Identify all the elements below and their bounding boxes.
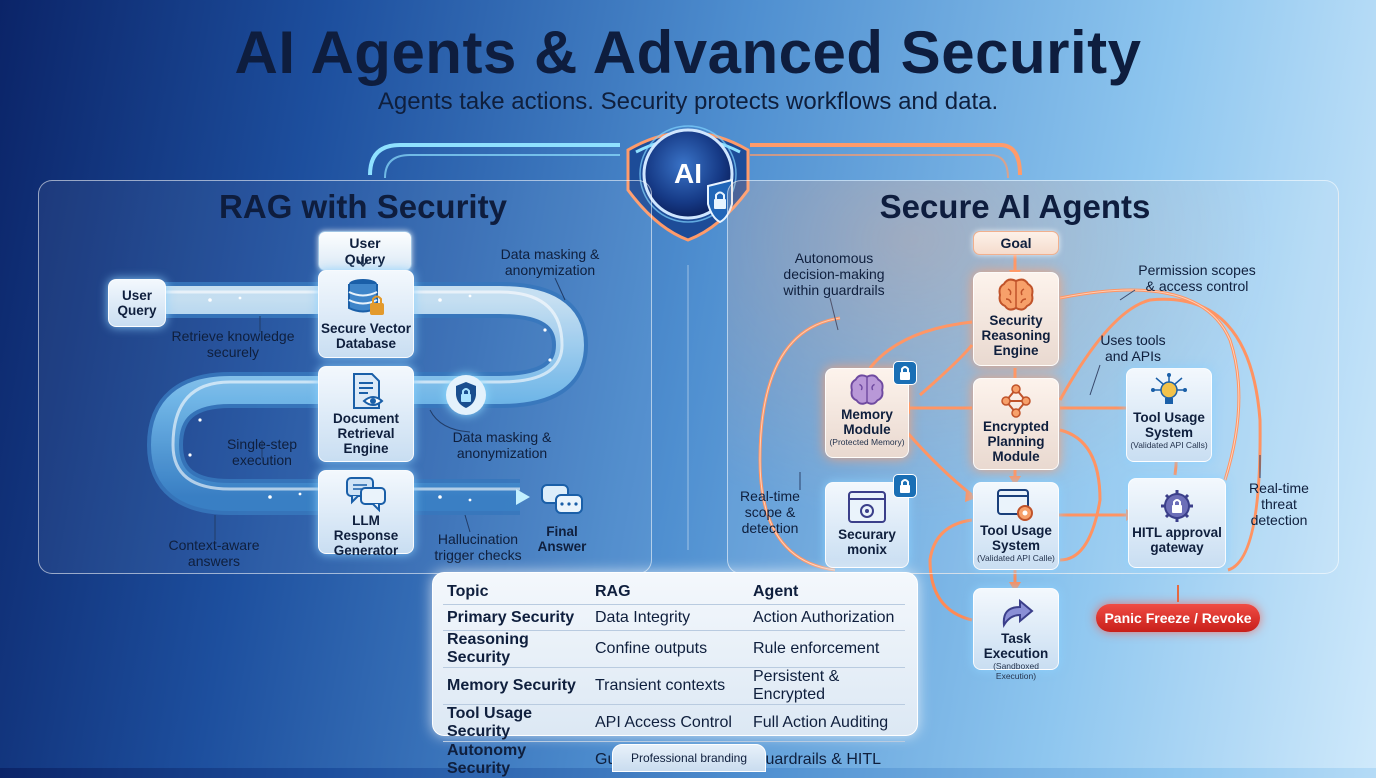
document-eye-icon bbox=[346, 371, 386, 411]
comparison-table: Topic RAG Agent Primary Security Data In… bbox=[432, 572, 918, 736]
page-title: AI Agents & Advanced Security bbox=[0, 18, 1376, 87]
brain-icon bbox=[996, 277, 1036, 313]
llm-response-generator-node: LLM Response Generator bbox=[318, 470, 414, 554]
annotation-retrieve: Retrieve knowledge securely bbox=[166, 328, 300, 360]
annotation-single-step: Single-step execution bbox=[212, 436, 312, 468]
goal-tag: Goal bbox=[973, 231, 1059, 255]
security-reasoning-engine-node: Security Reasoning Engine bbox=[973, 272, 1059, 366]
table-cell: Data Integrity bbox=[591, 605, 749, 631]
table-row: Reasoning Security Confine outputs Rule … bbox=[443, 631, 905, 668]
rag-panel-title: RAG with Security bbox=[130, 188, 596, 226]
chat-bubbles-icon bbox=[344, 475, 388, 513]
annotation-masking-mid: Data masking & anonymization bbox=[438, 429, 566, 461]
table-row: Primary Security Data Integrity Action A… bbox=[443, 605, 905, 631]
window-gear-icon bbox=[995, 487, 1037, 523]
table-cell: Action Authorization bbox=[749, 605, 905, 631]
document-retrieval-engine-node: Document Retrieval Engine bbox=[318, 366, 414, 462]
table-cell: Confine outputs bbox=[591, 631, 749, 668]
annotation-realtime-threat: Real-time threat detection bbox=[1238, 480, 1320, 528]
task-execution-node: Task Execution (Sandboxed Execution) bbox=[973, 588, 1059, 670]
final-answer-label: Final Answer bbox=[530, 524, 594, 554]
brain-icon bbox=[847, 373, 887, 407]
table-header-cell: RAG bbox=[591, 579, 749, 605]
annotation-uses-tools: Uses tools and APIs bbox=[1090, 332, 1176, 364]
encrypted-planning-module-node: Encrypted Planning Module bbox=[973, 378, 1059, 470]
arrow-down-icon bbox=[357, 254, 369, 268]
table-cell: Reasoning Security bbox=[443, 631, 591, 668]
agents-panel-title: Secure AI Agents bbox=[800, 188, 1230, 226]
page-subtitle: Agents take actions. Security protects w… bbox=[0, 88, 1376, 116]
table-cell: Primary Security bbox=[443, 605, 591, 631]
user-query-node: User Query bbox=[108, 279, 166, 327]
gear-lock-icon bbox=[1157, 487, 1197, 525]
rag-lock-shield-icon bbox=[446, 375, 486, 415]
annotation-autonomous: Autonomous decision-making within guardr… bbox=[772, 250, 896, 298]
memory-lock-badge-icon bbox=[893, 361, 917, 385]
ai-badge-label: AI bbox=[655, 158, 721, 190]
table-cell: Transient contexts bbox=[591, 668, 749, 705]
table-header-row: Topic RAG Agent bbox=[443, 579, 905, 605]
table-cell: API Access Control bbox=[591, 705, 749, 742]
table-cell: Guardrails & HITL bbox=[749, 742, 905, 778]
hitl-approval-gateway-node: HITL approval gateway bbox=[1128, 478, 1226, 568]
gear-window-icon bbox=[846, 489, 888, 527]
network-nodes-icon bbox=[996, 383, 1036, 419]
annotation-context-aware: Context-aware answers bbox=[156, 537, 272, 569]
table-cell: Full Action Auditing bbox=[749, 705, 905, 742]
secure-vector-db-node: Secure Vector Database bbox=[318, 270, 414, 358]
table-row: Memory Security Transient contexts Persi… bbox=[443, 668, 905, 705]
table-row: Tool Usage Security API Access Control F… bbox=[443, 705, 905, 742]
tool-usage-system-center-node: Tool Usage System (Validated API Calle) bbox=[973, 482, 1059, 570]
table-cell: Tool Usage Security bbox=[443, 705, 591, 742]
database-lock-icon bbox=[343, 275, 389, 321]
annotation-hallucination: Hallucination trigger checks bbox=[420, 531, 536, 563]
tool-usage-system-right-node: Tool Usage System (Validated API Calls) bbox=[1126, 368, 1212, 462]
final-answer-chat-icon bbox=[540, 483, 584, 519]
panic-freeze-revoke-button[interactable]: Panic Freeze / Revoke bbox=[1096, 604, 1260, 632]
annotation-realtime-scope: Real-time scope & detection bbox=[732, 488, 808, 536]
table-header-cell: Agent bbox=[749, 579, 905, 605]
annotation-masking-top: Data masking & anonymization bbox=[486, 246, 614, 278]
lightbulb-network-icon bbox=[1149, 372, 1189, 410]
table-cell: Rule enforcement bbox=[749, 631, 905, 668]
redo-arrow-icon bbox=[996, 597, 1036, 631]
table-cell: Autonomy Security bbox=[443, 742, 591, 778]
table-header-cell: Topic bbox=[443, 579, 591, 605]
table-cell: Memory Security bbox=[443, 668, 591, 705]
table-cell: Persistent & Encrypted bbox=[749, 668, 905, 705]
securary-lock-badge-icon bbox=[893, 474, 917, 498]
annotation-permission: Permission scopes & access control bbox=[1130, 262, 1264, 294]
